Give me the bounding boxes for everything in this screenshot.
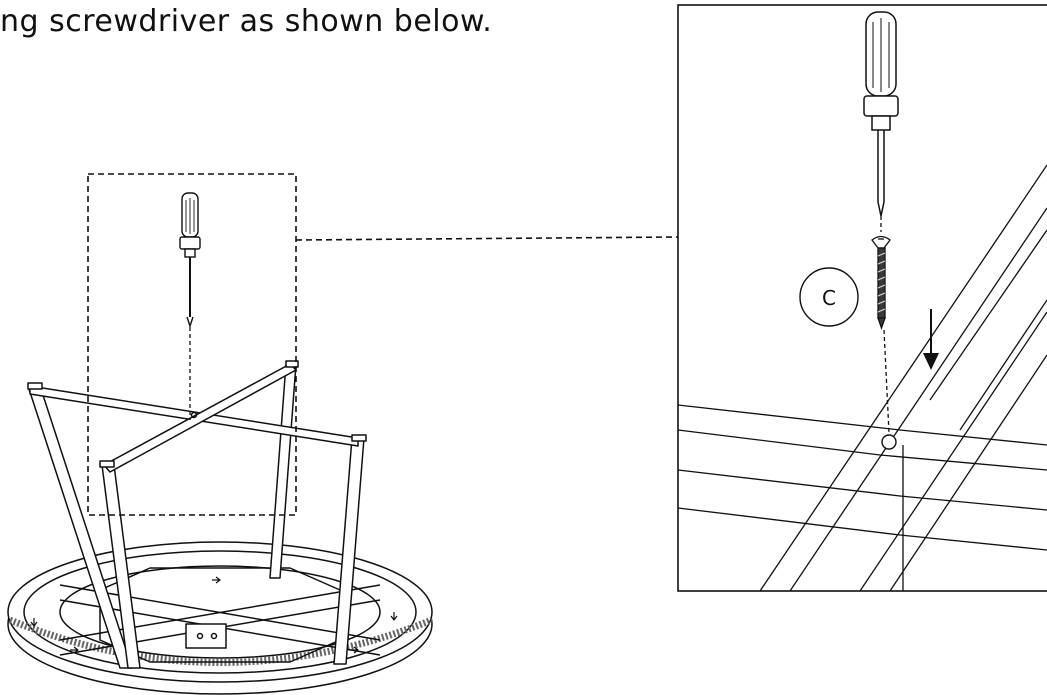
table-top bbox=[7, 541, 434, 695]
arrow-down-icon bbox=[923, 309, 939, 370]
screwdriver-icon bbox=[179, 192, 201, 329]
screw-icon bbox=[871, 235, 891, 330]
instruction-text: ng screwdriver as shown below. bbox=[0, 4, 493, 39]
guide-line-lower bbox=[883, 329, 890, 434]
screwdriver-icon bbox=[863, 11, 899, 217]
detail-frame bbox=[677, 4, 1047, 592]
svg-text:C: C bbox=[822, 286, 836, 310]
callout-box bbox=[87, 173, 297, 516]
part-label-c: C bbox=[799, 267, 859, 327]
table-overview bbox=[7, 360, 434, 695]
detail-view: C bbox=[677, 4, 1047, 592]
screw-hole-icon bbox=[881, 434, 897, 450]
leg-frame bbox=[27, 360, 367, 473]
callout-connector bbox=[295, 236, 679, 241]
